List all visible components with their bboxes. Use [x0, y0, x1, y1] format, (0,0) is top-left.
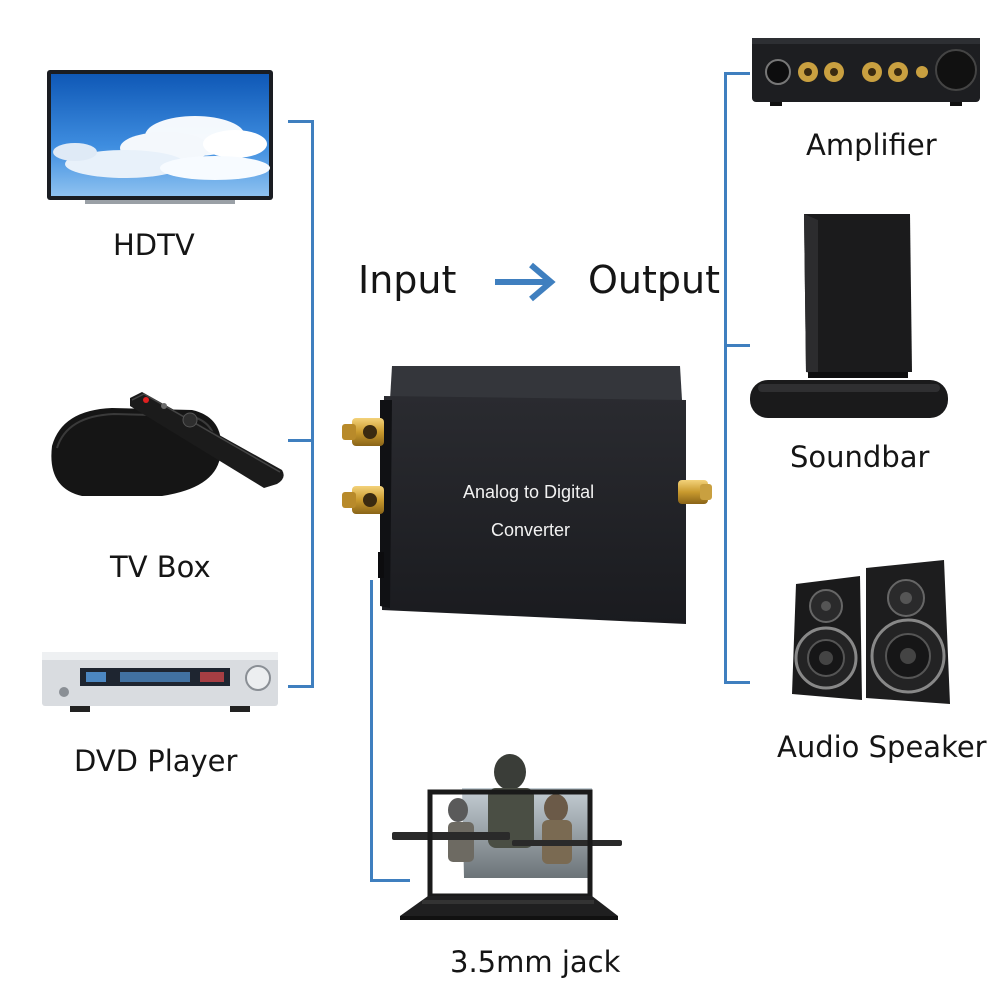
input-label-tv-box: TV Box — [110, 550, 211, 584]
soundbar-icon — [750, 214, 948, 418]
right-bracket-line-bottom — [724, 681, 750, 684]
tv-box-icon — [51, 392, 284, 496]
input-label-hdtv: HDTV — [113, 228, 195, 262]
bottom-label-3-5mm-jack: 3.5mm jack — [450, 945, 621, 979]
left-bracket-line-vertical — [311, 120, 314, 688]
jack-line-vertical — [370, 580, 373, 882]
converter-device-icon — [342, 366, 712, 624]
converter-text-line2: Converter — [491, 520, 571, 540]
dvd-player-icon — [42, 652, 278, 712]
right-bracket-line-vertical — [724, 72, 727, 684]
right-bracket-line-middle — [724, 344, 750, 347]
amplifier-icon — [752, 38, 980, 106]
output-heading: Output — [588, 258, 720, 302]
left-bracket-line-top — [288, 120, 314, 123]
input-label-dvd-player: DVD Player — [74, 744, 238, 778]
audio-speaker-icon — [792, 560, 950, 704]
laptop-icon — [392, 754, 622, 920]
converter-text-line1: Analog to Digital — [463, 482, 595, 502]
output-label-soundbar: Soundbar — [790, 440, 930, 474]
input-heading: Input — [358, 258, 457, 302]
left-bracket-line-bottom — [288, 685, 314, 688]
output-label-amplifier: Amplifier — [806, 128, 937, 162]
right-bracket-line-top — [724, 72, 750, 75]
right-arrow-icon — [495, 262, 556, 302]
output-label-audio-speaker: Audio Speaker — [777, 730, 987, 764]
jack-line-bottom — [370, 879, 410, 882]
left-bracket-line-middle — [288, 439, 314, 442]
hdtv-icon — [47, 70, 273, 204]
